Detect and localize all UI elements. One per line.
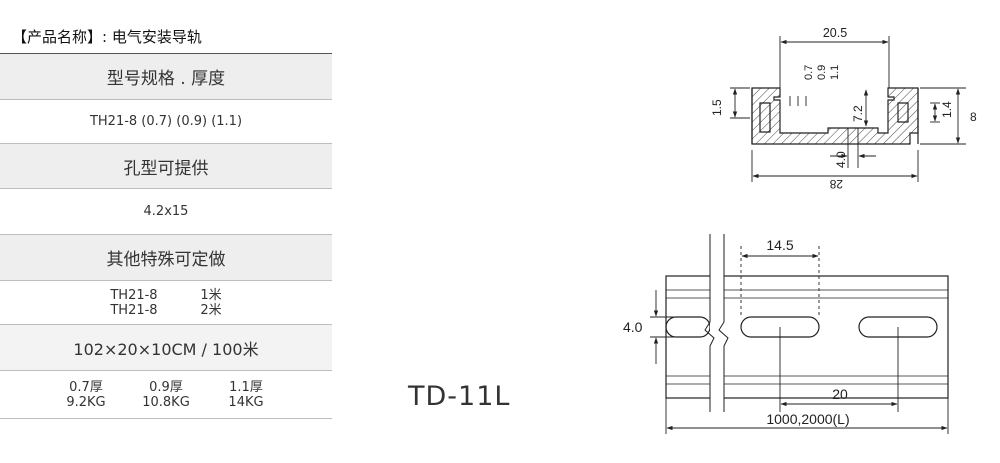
dim-rail-length: 1000,2000(L)	[766, 411, 849, 427]
custom-row: TH21-8 2米	[110, 303, 221, 318]
thickness-label: 1.1厚	[229, 379, 263, 395]
dim-slot-length: 14.5	[766, 237, 793, 253]
dim-thickness-1: 0.7	[803, 65, 815, 80]
spec-table: 型号规格 . 厚度 TH21-8 (0.7) (0.9) (1.1) 孔型可提供…	[0, 53, 332, 419]
thickness-label: 0.9厚	[149, 379, 183, 395]
dim-side-height: 1.5	[710, 99, 724, 116]
dim-pitch: 20	[832, 386, 848, 402]
product-title: 【产品名称】: 电气安装导轨	[12, 28, 202, 46]
weight-value: 10.8KG	[142, 394, 190, 410]
spec-custom-rows: TH21-8 1米 TH21-8 2米	[0, 281, 332, 325]
break-line	[718, 234, 729, 412]
rail-profile	[751, 87, 919, 145]
weight-value: 14KG	[228, 394, 264, 410]
rail-plan-drawing	[665, 234, 949, 412]
break-line	[704, 234, 715, 412]
dim-thickness-2: 0.9	[816, 65, 828, 80]
spec-header-model: 型号规格 . 厚度	[0, 53, 332, 100]
spec-packing: 102×20×10CM / 100米	[0, 325, 332, 371]
dim-total-height: 8	[970, 110, 977, 124]
custom-row-model: TH21-8	[110, 302, 158, 318]
cross-section-labels: 20.5 0.7 0.9 1.1 1.5 7.2 1.4 8 4.0 28	[710, 26, 977, 191]
custom-row-length: 2米	[200, 302, 222, 318]
custom-row-model: TH21-8	[110, 287, 158, 303]
rail-plan-labels: 14.5 4.0 20 1000,2000(L)	[623, 237, 850, 427]
spec-header-holes: 孔型可提供	[0, 144, 332, 189]
dim-top-width: 20.5	[823, 26, 847, 40]
spec-holes-value: 4.2x15	[0, 189, 332, 235]
cross-section-dimensions	[730, 36, 966, 182]
spec-model-value: TH21-8 (0.7) (0.9) (1.1)	[0, 100, 332, 144]
dim-right-step: 1.4	[940, 101, 954, 118]
dim-slot-width: 4.0	[623, 319, 643, 335]
dim-bottom-width: 28	[829, 177, 843, 191]
cross-section-drawing	[751, 87, 919, 145]
rail-slot	[665, 316, 711, 338]
custom-row: TH21-8 1米	[110, 288, 221, 303]
weight-value: 9.2KG	[66, 394, 106, 410]
spec-weights: 0.7厚 0.9厚 1.1厚 9.2KG 10.8KG 14KG	[0, 371, 332, 419]
model-code: TD-11L	[408, 381, 511, 412]
rail-plan-dimensions	[650, 246, 949, 434]
dim-slot-gap: 4.0	[834, 151, 848, 168]
thickness-label: 0.7厚	[69, 379, 103, 395]
dim-thickness-3: 1.1	[829, 65, 841, 80]
spec-header-custom: 其他特殊可定做	[0, 235, 332, 281]
dim-inner-height: 7.2	[851, 105, 865, 122]
custom-row-length: 1米	[200, 287, 222, 303]
